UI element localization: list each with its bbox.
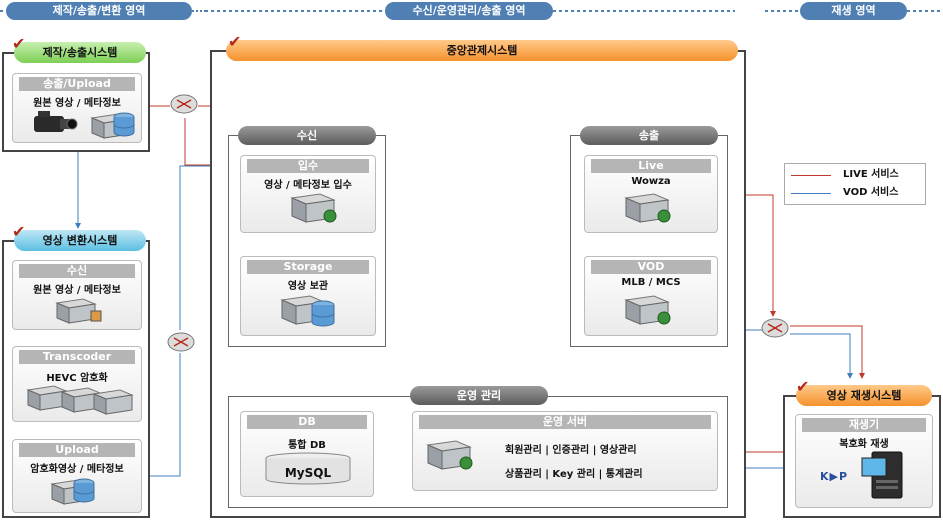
header-production-area: 제작/송출/변환 영역 [6, 2, 192, 20]
operations-row-2: 상품관리 | Key 관리 | 통계관리 [505, 469, 643, 480]
operations-title: 운영 관리 [410, 386, 548, 405]
player-bar: 재생기 [802, 418, 926, 432]
conversion-upload-box: Upload 암호화영상 / 메타정보 [12, 439, 142, 513]
legend: LIVE 서비스 VOD 서비스 [784, 163, 926, 205]
check-mark-icon: ✔ [796, 377, 810, 396]
production-system-title: 제작/송출시스템 [14, 42, 146, 63]
live-connector [790, 325, 865, 379]
database-icon [73, 478, 95, 503]
db-text: 통합 DB [288, 440, 326, 451]
check-mark-icon: ✔ [228, 32, 242, 51]
production-upload-text: 원본 영상 / 메타정보 [33, 98, 121, 109]
operations-server-bar: 운영 서버 [419, 415, 711, 429]
vod-connector [145, 353, 181, 477]
header-playback-area: 재생 영역 [800, 2, 907, 20]
conversion-upload-text: 암호화영상 / 메타정보 [30, 464, 124, 475]
transcoder-text: HEVC 암호화 [46, 373, 108, 384]
check-mark-icon: ✔ [12, 222, 26, 241]
server-icon [624, 193, 671, 223]
camera-icon [34, 111, 78, 132]
vod-bar: VOD [591, 260, 711, 274]
legend-vod-label: VOD 서비스 [843, 187, 899, 198]
header-central-area: 수신/운영관리/송출 영역 [385, 2, 553, 20]
database-icon [311, 300, 335, 327]
conversion-system-title: 영상 변환시스템 [14, 230, 146, 251]
database-icon [113, 112, 135, 137]
db-bar: DB [247, 415, 367, 429]
server-icon [55, 298, 102, 324]
legend-vod-swatch [791, 193, 831, 194]
live-bar: Live [591, 159, 711, 173]
kp-logo: K▶P [820, 470, 849, 483]
live-text: Wowza [631, 176, 671, 187]
server-icon [426, 440, 473, 470]
mysql-label: MySQL [284, 466, 332, 480]
check-mark-icon: ✔ [12, 34, 26, 53]
vod-text: MLB / MCS [621, 277, 681, 288]
conversion-receive-box: 수신 원본 영상 / 메타정보 [12, 260, 142, 330]
playback-system-title: 영상 재생시스템 [796, 385, 932, 406]
router-icon [761, 318, 789, 338]
ingest-text: 영상 / 메타정보 입수 [264, 180, 352, 191]
conversion-receive-bar: 수신 [19, 264, 135, 278]
transcoder-bar: Transcoder [19, 350, 135, 364]
router-icon [167, 332, 195, 352]
server-icon [290, 193, 337, 223]
legend-live-label: LIVE 서비스 [843, 169, 899, 180]
legend-live-swatch [791, 175, 831, 176]
ingest-bar: 입수 [247, 159, 369, 173]
storage-bar: Storage [247, 260, 369, 274]
central-system-title: 중앙관제시스템 [226, 40, 738, 61]
router-icon [170, 94, 198, 114]
conversion-receive-text: 원본 영상 / 메타정보 [33, 285, 121, 296]
server-icon [624, 295, 671, 325]
monitor-icon [861, 451, 903, 499]
vod-connector [790, 333, 853, 379]
transmit-title: 송출 [580, 126, 718, 145]
operations-row-1: 회원관리 | 인증관리 | 영상관리 [505, 445, 637, 456]
player-text: 복호화 재생 [839, 439, 889, 450]
receive-title: 수신 [238, 126, 376, 145]
production-upload-bar: 송출/Upload [19, 77, 135, 91]
mysql-database-icon [265, 452, 351, 485]
conversion-upload-bar: Upload [19, 443, 135, 457]
server-icon [26, 385, 134, 415]
ingest-box: 입수 영상 / 메타정보 입수 [240, 155, 376, 233]
storage-text: 영상 보관 [287, 281, 329, 292]
